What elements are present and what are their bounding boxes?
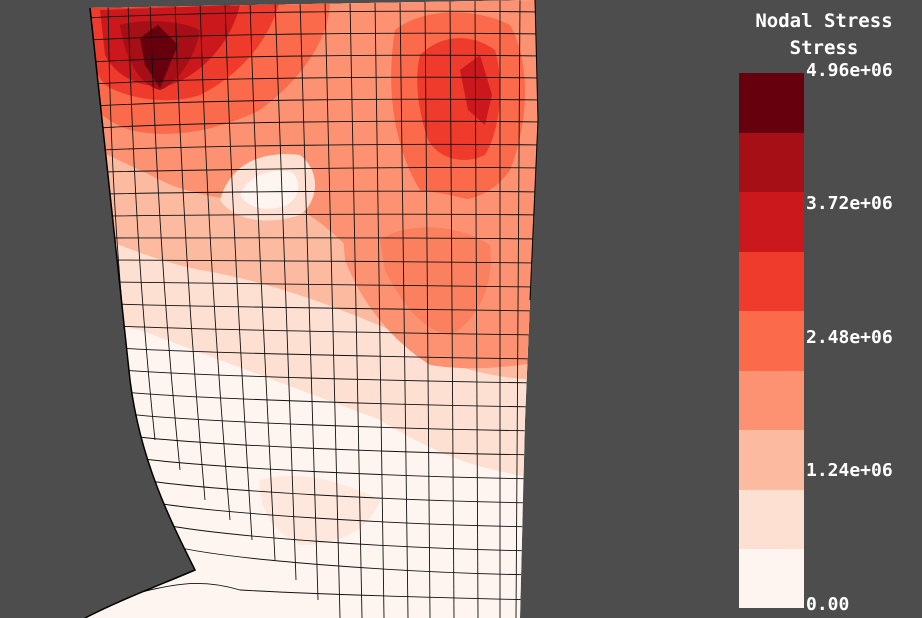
colorbar-band [739,310,804,371]
legend-tick-1: 1.24e+06 [806,460,893,481]
legend-tick-min: 0.00 [806,594,850,615]
stress-colorbar [739,73,804,609]
body-outline-right [529,0,539,301]
legend-tick-max: 4.96e+06 [806,60,893,81]
colorbar-band [739,73,804,133]
legend-title: Nodal Stress [755,10,893,32]
colorbar-band [739,251,804,312]
legend-subtitle: Stress [789,37,859,59]
colorbar-band [739,370,804,431]
colorbar-band [739,132,804,193]
colorbar-band [739,548,804,609]
legend-tick-3: 3.72e+06 [806,193,893,214]
colorbar-band [739,489,804,550]
colorbar-band [739,429,804,490]
stress-body [85,0,538,618]
body-outline [84,7,197,618]
colorbar-band [739,191,804,252]
legend-tick-2: 2.48e+06 [806,327,893,348]
